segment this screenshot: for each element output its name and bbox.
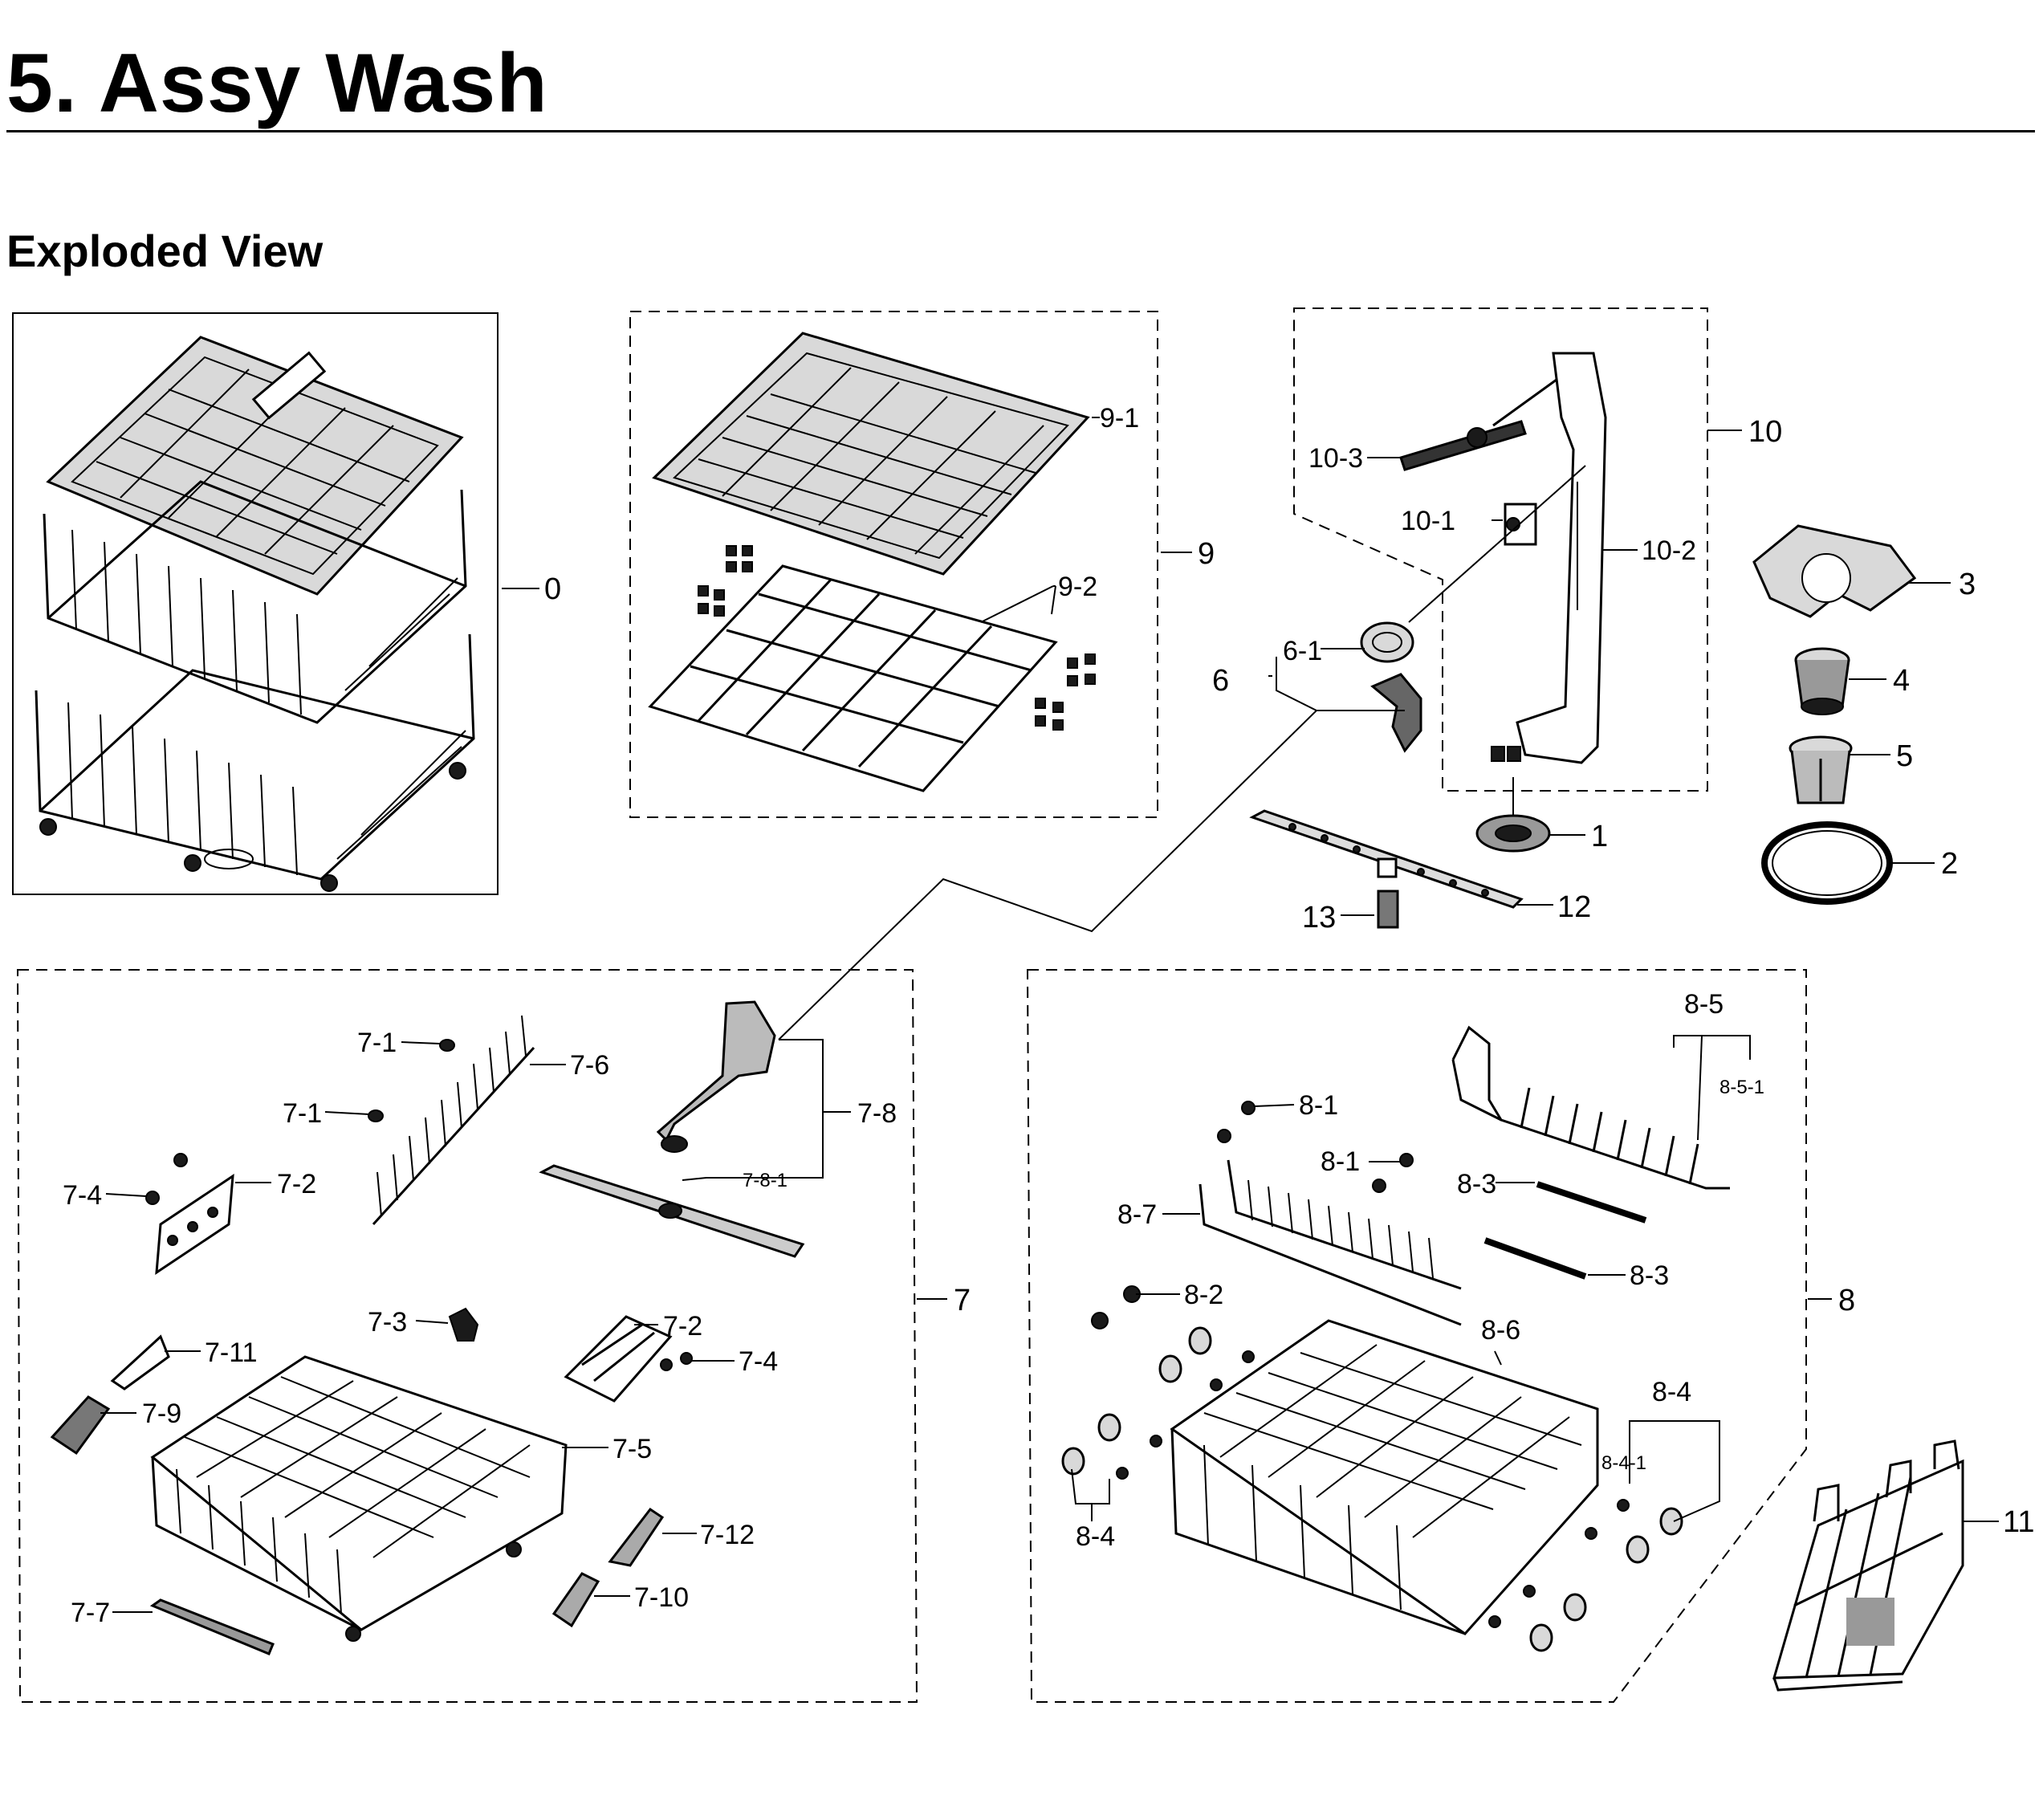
- callout-8-6: 8-6: [1481, 1315, 1520, 1346]
- part-7-6-tine-rack: [372, 1015, 535, 1226]
- part-7-9-handle: [50, 1395, 111, 1456]
- part-1-arm-holder: [1475, 814, 1551, 853]
- callout-3: 3: [1959, 568, 1976, 601]
- part-7-4-clip-a: [145, 1153, 188, 1205]
- part-8-3-holder-b: [1483, 1237, 1587, 1280]
- callout-8-2: 8-2: [1184, 1280, 1223, 1310]
- part-8-1-stopper-b: [1372, 1153, 1414, 1193]
- callout-10-3: 10-3: [1308, 443, 1363, 474]
- group-7-boundary: [16, 969, 918, 1703]
- callout-8-3-a: 8-3: [1457, 1169, 1496, 1199]
- callout-7-3: 7-3: [368, 1307, 407, 1338]
- callout-9-1: 9-1: [1100, 403, 1139, 434]
- callout-8: 8: [1838, 1284, 1855, 1317]
- title-rule: [6, 130, 2035, 132]
- part-7-10-rail-bracket: [551, 1572, 600, 1628]
- callout-8-4-1: 8-4-1: [1601, 1452, 1646, 1474]
- part-0-rack-assembly: [12, 312, 499, 895]
- callout-7-5: 7-5: [612, 1434, 652, 1464]
- callout-7-4-b: 7-4: [739, 1346, 778, 1377]
- part-8-1-stopper-a: [1217, 1101, 1256, 1143]
- part-9-1-upper-tray: [652, 332, 1090, 576]
- callout-7-1-a: 7-1: [357, 1028, 397, 1058]
- part-8-3-holder-a: [1536, 1181, 1647, 1224]
- callout-8-4-b: 8-4: [1652, 1377, 1691, 1407]
- part-7-5-upper-basket: [150, 1355, 568, 1642]
- part-13-nozzle: [1377, 890, 1399, 929]
- callout-8-5-1: 8-5-1: [1719, 1077, 1764, 1098]
- part-7-1-stopper-a: [439, 1039, 455, 1052]
- callout-12: 12: [1557, 890, 1591, 924]
- callout-5: 5: [1896, 739, 1913, 773]
- callout-10-1: 10-1: [1401, 506, 1455, 536]
- callout-0: 0: [544, 572, 561, 606]
- callout-8-5: 8-5: [1684, 989, 1724, 1020]
- callout-7-2-b: 7-2: [663, 1311, 702, 1342]
- callout-9: 9: [1198, 537, 1215, 571]
- group-9-boundary: [629, 311, 1158, 818]
- callout-7-8-1: 7-8-1: [743, 1170, 787, 1191]
- callout-7-1-b: 7-1: [283, 1098, 322, 1129]
- part-9-2-tray-frame: [648, 545, 1096, 792]
- part-8-6-lower-basket: [1170, 1319, 1599, 1635]
- callout-7-8: 7-8: [857, 1098, 897, 1129]
- callout-7-2-a: 7-2: [277, 1169, 316, 1199]
- callout-6: 6: [1212, 664, 1229, 698]
- group-8-boundary: [1026, 969, 1807, 1703]
- callout-8-3-b: 8-3: [1630, 1260, 1669, 1291]
- callout-7: 7: [954, 1284, 971, 1317]
- callout-11: 11: [2003, 1505, 2034, 1539]
- part-7-7-handle-bar: [149, 1598, 275, 1655]
- part-2-filter-ring: [1761, 821, 1893, 905]
- callout-7-7: 7-7: [71, 1598, 110, 1628]
- part-8-4-wheels-right: [1488, 1499, 1683, 1652]
- callout-7-6: 7-6: [570, 1050, 609, 1081]
- part-11-cutlery-basket: [1772, 1439, 1964, 1692]
- part-12-lower-spray-arm: [1249, 809, 1524, 909]
- callout-8-1-b: 8-1: [1321, 1146, 1360, 1177]
- part-7-4-clip-b: [660, 1352, 693, 1371]
- callout-8-7: 8-7: [1117, 1199, 1157, 1230]
- callout-13: 13: [1302, 901, 1336, 934]
- part-4-fine-filter: [1794, 647, 1850, 715]
- callout-6-1: 6-1: [1283, 636, 1322, 666]
- callout-7-4-a: 7-4: [63, 1180, 102, 1211]
- callout-7-12: 7-12: [700, 1520, 755, 1550]
- part-7-3-rail-stopper: [448, 1307, 479, 1342]
- callout-10-2: 10-2: [1642, 535, 1696, 566]
- part-6-elbow: [1370, 673, 1422, 753]
- callout-2: 2: [1941, 847, 1958, 881]
- section-title: Exploded View: [6, 226, 324, 276]
- part-7-2-cup-shelf-a: [155, 1174, 234, 1275]
- part-7-1-stopper-b: [368, 1110, 384, 1122]
- callout-10: 10: [1748, 415, 1782, 449]
- part-10-2-supply-pipe: [1491, 352, 1607, 764]
- callout-7-11: 7-11: [205, 1338, 258, 1368]
- part-3-filter-plate: [1752, 524, 1917, 618]
- part-7-12-rail-bracket: [608, 1507, 665, 1567]
- part-5-coarse-filter: [1789, 735, 1853, 804]
- callout-9-2: 9-2: [1058, 572, 1097, 602]
- part-8-5-tine-rack: [1451, 1025, 1730, 1190]
- part-6-1-seal: [1360, 621, 1414, 663]
- callout-7-9: 7-9: [142, 1399, 181, 1429]
- part-8-7-tine-rack: [1199, 1159, 1462, 1326]
- part-10-3-upper-spray-arm: [1399, 372, 1566, 471]
- part-8-2-wheel-clip: [1091, 1285, 1141, 1329]
- part-8-4-wheels-left: [1061, 1326, 1255, 1480]
- part-7-11-rail-bracket: [110, 1334, 170, 1390]
- callout-1: 1: [1591, 820, 1608, 853]
- callout-7-10: 7-10: [634, 1582, 689, 1613]
- part-7-8-mid-spray-arm: [539, 1000, 805, 1258]
- callout-4: 4: [1893, 664, 1910, 698]
- group-10-boundary: [1293, 307, 1708, 792]
- part-7-2-cup-shelf-b: [564, 1315, 673, 1403]
- page-title: 5. Assy Wash: [6, 37, 548, 130]
- callout-8-1-a: 8-1: [1299, 1090, 1338, 1121]
- callout-8-4-a: 8-4: [1076, 1521, 1115, 1552]
